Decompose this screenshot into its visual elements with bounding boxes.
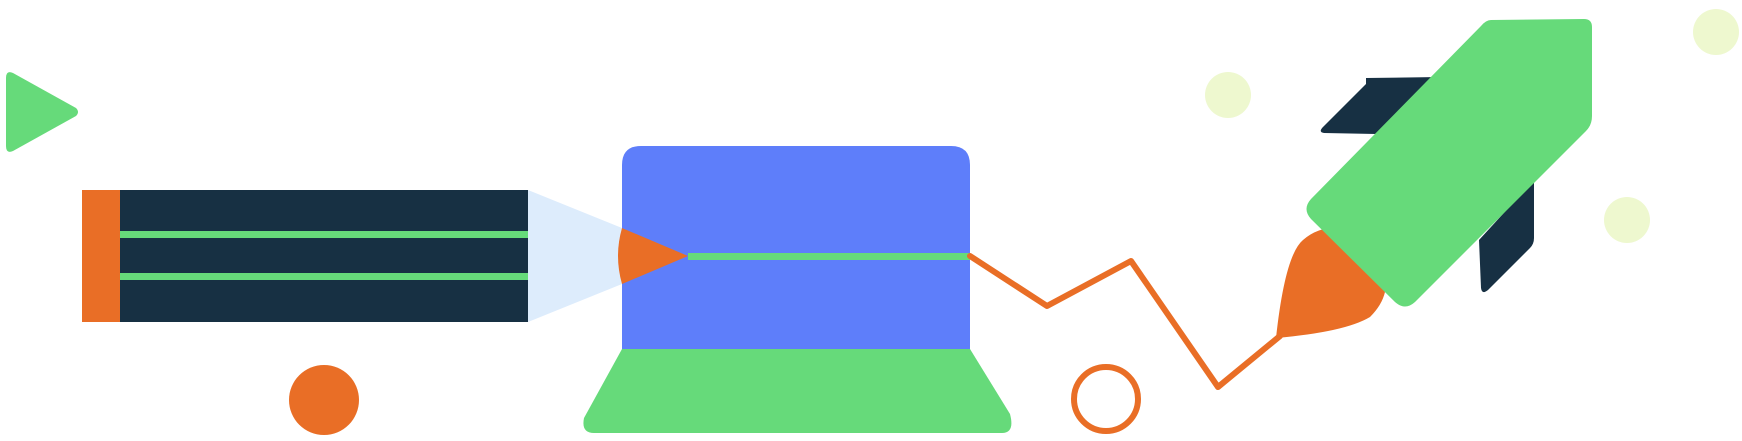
- pencil-body: [120, 190, 528, 322]
- laptop-base: [583, 349, 1012, 433]
- play-triangle-icon: [6, 72, 78, 152]
- pencil-stripe-top: [120, 231, 528, 238]
- rocket-fin-left: [1320, 77, 1440, 134]
- orange-dot: [289, 365, 359, 435]
- pale-dot-middle: [1205, 72, 1251, 118]
- pale-dot-right: [1604, 197, 1650, 243]
- pencil-icon: [82, 190, 622, 322]
- pencil-stripe-bottom: [120, 273, 528, 280]
- pale-dot-top-right: [1693, 9, 1739, 55]
- rocket-body: [1306, 19, 1592, 307]
- ring-icon: [1071, 364, 1141, 434]
- pencil-wood-tip: [528, 190, 622, 322]
- rocket-fin-right: [1479, 180, 1534, 293]
- pencil-lead-tip: [618, 228, 688, 284]
- rocket-icon: [1276, 19, 1592, 338]
- trend-line-icon: [967, 253, 1283, 390]
- laptop-icon: [583, 146, 1012, 433]
- screen-line: [688, 253, 970, 260]
- pencil-eraser: [82, 190, 121, 322]
- laptop-screen: [622, 146, 970, 349]
